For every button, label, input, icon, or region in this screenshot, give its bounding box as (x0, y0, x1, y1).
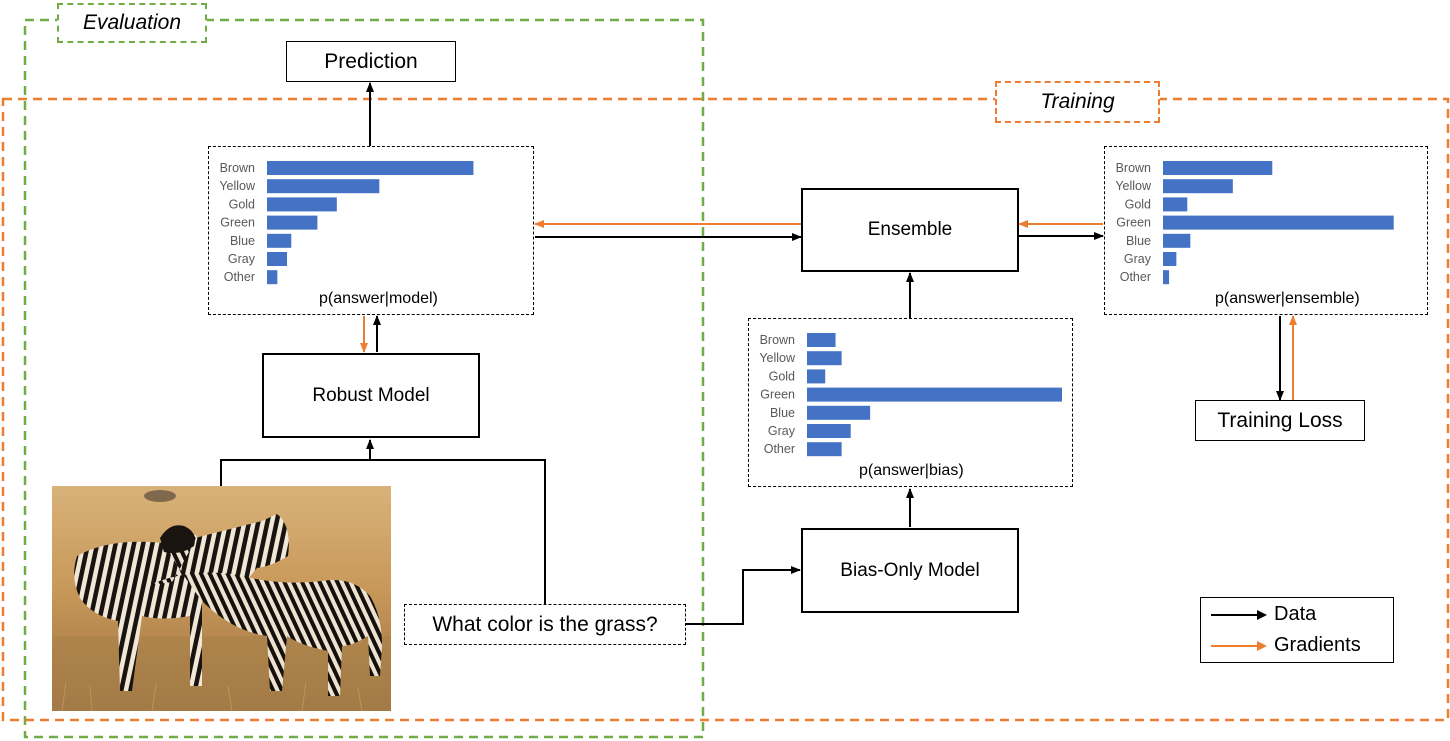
bias-only-model-node: Bias-Only Model (801, 528, 1019, 613)
category-label: Blue (230, 234, 255, 248)
legend-item-data: Data (1201, 603, 1395, 627)
bar (807, 387, 1062, 402)
ensemble-node: Ensemble (801, 188, 1019, 272)
category-label: Gold (1125, 197, 1151, 211)
category-label: Gold (769, 369, 795, 383)
bar (267, 233, 292, 248)
category-label: Brown (220, 161, 255, 175)
category-label: Yellow (219, 179, 256, 193)
bar (807, 442, 842, 457)
bar (267, 270, 278, 285)
bar (267, 179, 380, 194)
legend-item-gradients: Gradients (1201, 634, 1395, 658)
bar (807, 405, 871, 420)
category-label: Yellow (1115, 179, 1152, 193)
robust-model-node: Robust Model (262, 353, 480, 438)
evaluation-region (23, 18, 705, 739)
category-label: Brown (760, 333, 795, 347)
bar (807, 369, 826, 384)
bar (1163, 179, 1233, 194)
bar (1163, 197, 1188, 212)
bar (1163, 252, 1177, 266)
training-region (1, 97, 1450, 722)
data-arrow-icon (1211, 610, 1267, 620)
bar (267, 252, 288, 266)
category-label: Gray (768, 424, 796, 438)
legend: Data Gradients (1200, 597, 1394, 663)
category-label: Blue (1126, 234, 1151, 248)
category-label: Blue (770, 406, 795, 420)
model-distribution-caption: p(answer|model) (319, 290, 438, 307)
bar (807, 351, 842, 366)
category-label: Green (760, 388, 795, 402)
legend-label-data: Data (1274, 603, 1317, 625)
training-loss-node: Training Loss (1195, 400, 1365, 441)
prediction-node: Prediction (286, 41, 456, 82)
evaluation-label: Evaluation (57, 3, 207, 43)
zebra-photo (52, 486, 391, 711)
category-label: Other (764, 442, 795, 456)
bar (267, 215, 318, 230)
category-label: Other (1120, 270, 1151, 284)
bias-distribution-caption: p(answer|bias) (859, 462, 964, 479)
category-label: Yellow (759, 351, 796, 365)
ensemble-distribution-caption: p(answer|ensemble) (1215, 290, 1360, 307)
gradient-arrow-icon (1211, 641, 1267, 651)
bar (1163, 233, 1191, 248)
arrow-question-to-bias (686, 566, 801, 625)
category-label: Gray (228, 252, 256, 266)
bar (267, 161, 474, 175)
arrow-image-to-robust (220, 459, 546, 604)
training-label: Training (995, 81, 1160, 123)
bar (1163, 215, 1394, 230)
bar (807, 333, 836, 347)
category-label: Green (220, 216, 255, 230)
category-label: Gray (1124, 252, 1152, 266)
category-label: Brown (1116, 161, 1151, 175)
category-label: Green (1116, 216, 1151, 230)
bar (807, 424, 851, 438)
bar (267, 197, 337, 212)
category-label: Other (224, 270, 255, 284)
bar (1163, 270, 1170, 285)
bar (1163, 161, 1273, 175)
legend-label-gradients: Gradients (1274, 634, 1361, 656)
category-label: Gold (229, 197, 255, 211)
question-box: What color is the grass? (404, 604, 686, 645)
